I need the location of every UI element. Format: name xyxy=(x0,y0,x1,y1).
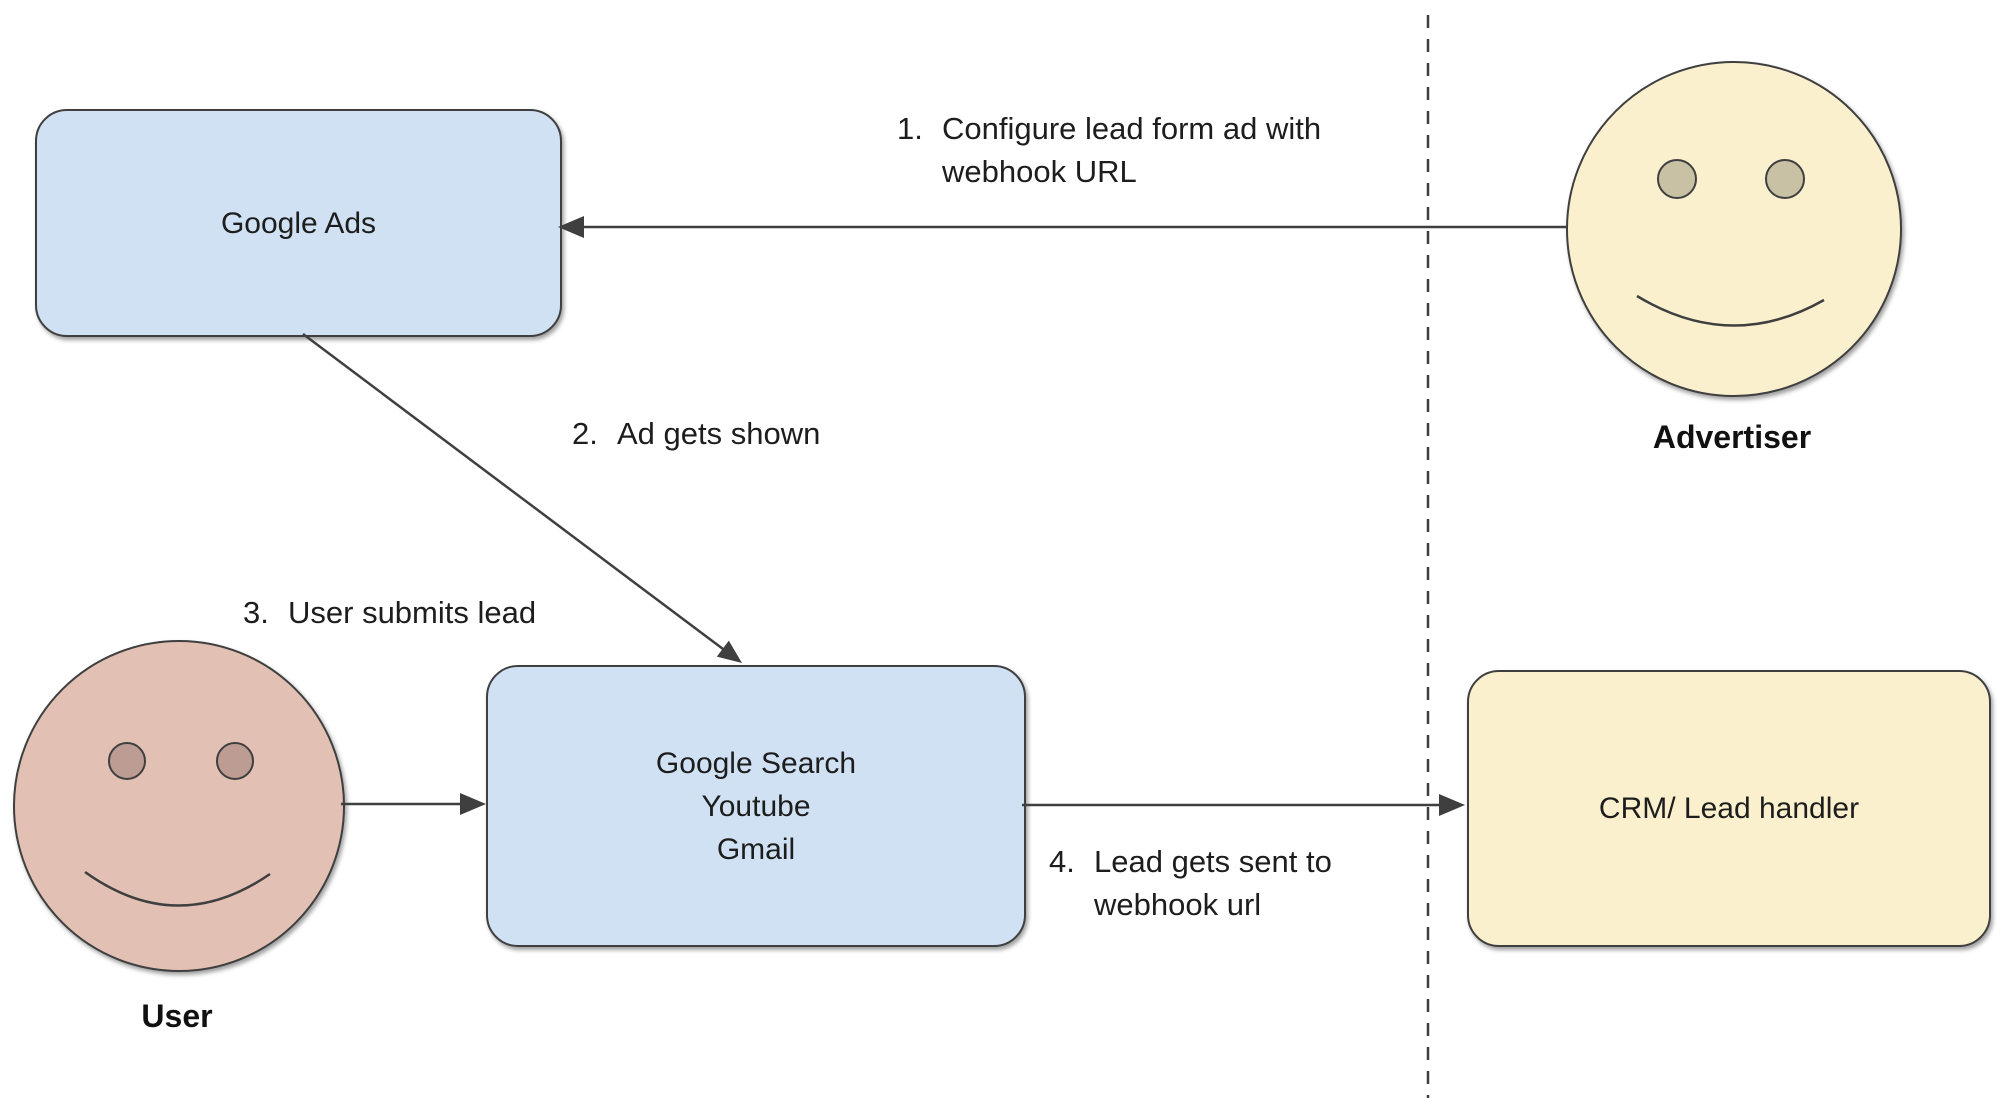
advertiser-face-icon xyxy=(1566,61,1902,397)
surfaces-line-2: Youtube xyxy=(701,789,811,823)
step1-text-line1: Configure lead form ad with xyxy=(942,111,1322,146)
step4-number: 4. xyxy=(1049,844,1075,879)
google-ads-node: Google Ads xyxy=(35,109,562,337)
step4-line2: webhook url xyxy=(1049,883,1332,926)
user-right-eye-icon xyxy=(216,742,254,780)
step1-annotation: 1. Configure lead form ad with webhook UR… xyxy=(897,107,1321,193)
step2-number: 2. xyxy=(572,416,598,451)
advertiser-left-eye-icon xyxy=(1657,159,1697,199)
step3-line1: 3. User submits lead xyxy=(243,591,536,634)
step3-annotation: 3. User submits lead xyxy=(243,591,536,634)
step4-line1: 4. Lead gets sent to xyxy=(1049,840,1332,883)
advertiser-right-eye-icon xyxy=(1765,159,1805,199)
google-surfaces-node: Google Search Youtube Gmail xyxy=(486,665,1026,947)
step3-text: User submits lead xyxy=(288,595,537,630)
google-ads-label: Google Ads xyxy=(220,206,377,240)
step2-line1: 2. Ad gets shown xyxy=(572,412,820,455)
step1-line1: 1. Configure lead form ad with xyxy=(897,107,1321,150)
step1-line2: webhook URL xyxy=(897,150,1321,193)
crm-lead-handler-node: CRM/ Lead handler xyxy=(1467,670,1991,947)
surfaces-line-1: Google Search xyxy=(655,746,857,780)
arrowhead-user-to-surfaces xyxy=(460,793,486,815)
step2-text: Ad gets shown xyxy=(617,416,821,451)
step1-text-line2: webhook URL xyxy=(942,154,1137,189)
step3-number: 3. xyxy=(243,595,269,630)
step4-text-line1: Lead gets sent to xyxy=(1094,844,1332,879)
crm-label: CRM/ Lead handler xyxy=(1598,792,1860,825)
user-left-eye-icon xyxy=(108,742,146,780)
advertiser-label: Advertiser xyxy=(1652,419,1812,455)
arrowhead-surfaces-to-crm xyxy=(1439,794,1465,816)
step4-text-line2: webhook url xyxy=(1094,887,1262,922)
step4-annotation: 4. Lead gets sent to webhook url xyxy=(1049,840,1332,926)
arrowhead-googleads-to-surfaces xyxy=(716,640,742,663)
surfaces-line-3: Gmail xyxy=(716,832,796,866)
user-label: User xyxy=(141,998,213,1034)
step1-number: 1. xyxy=(897,111,923,146)
step2-annotation: 2. Ad gets shown xyxy=(572,412,820,455)
user-face-icon xyxy=(13,640,345,972)
